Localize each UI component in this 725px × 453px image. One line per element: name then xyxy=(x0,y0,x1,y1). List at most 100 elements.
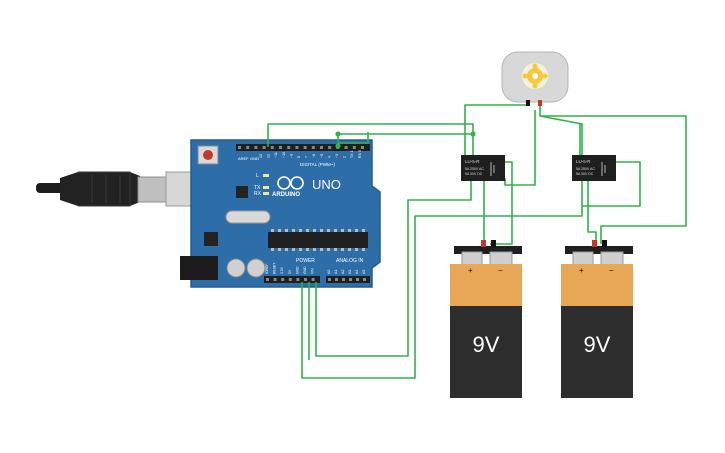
chip-pin xyxy=(334,229,337,232)
battery-9v-1[interactable]: + − 9V xyxy=(450,240,522,398)
wires[interactable] xyxy=(267,104,687,379)
relay-1-label: LU-5-R xyxy=(465,159,480,164)
chip-pin xyxy=(285,229,288,232)
chip-pin xyxy=(278,248,281,251)
chip-pin xyxy=(292,248,295,251)
header-pin[interactable] xyxy=(296,278,300,281)
power-pin-label: GND xyxy=(295,266,299,274)
chip-pin xyxy=(348,229,351,232)
header-pin[interactable] xyxy=(311,278,315,281)
battery-1-minus-label: − xyxy=(498,266,503,275)
chip-pin xyxy=(299,229,302,232)
chip-pin xyxy=(327,248,330,251)
battery-9v-2[interactable]: + − 9V xyxy=(561,240,633,398)
dc-motor[interactable] xyxy=(501,51,569,106)
digital-pin-label: 2 xyxy=(343,156,347,158)
analog-pin-label: A4 xyxy=(355,270,359,274)
relay-1-spec1: 5A 250V AC xyxy=(465,167,484,171)
header-pin[interactable] xyxy=(311,146,315,149)
chip-pin xyxy=(313,229,316,232)
digital-section-label: DIGITAL (PWM~) xyxy=(300,162,335,167)
header-pin[interactable] xyxy=(238,146,241,149)
digital-pin-label: RX 0 xyxy=(358,150,362,158)
digital-pin-label: 12 xyxy=(267,154,271,158)
header-pin[interactable] xyxy=(363,278,366,281)
relay-1[interactable]: LU-5-R 5A 250V AC 5A 30V DC xyxy=(461,155,505,181)
wire-motor-to-relay1-right[interactable] xyxy=(504,110,536,186)
header-pin[interactable] xyxy=(342,278,345,281)
header-pin[interactable] xyxy=(279,146,282,149)
wire-motor-right-to-relay2[interactable] xyxy=(539,105,687,244)
digital-pin-label: 4 xyxy=(327,156,331,158)
usb-cable[interactable] xyxy=(36,171,215,207)
chip-pin xyxy=(362,229,365,232)
digital-pin-label: 8 xyxy=(297,156,301,158)
relay-2[interactable]: LU-5-R 5A 250V AC 5A 30V DC xyxy=(572,155,616,181)
header-pin[interactable] xyxy=(270,146,274,149)
header-pin[interactable] xyxy=(356,278,359,281)
analog-header[interactable] xyxy=(326,276,370,283)
header-pin[interactable] xyxy=(344,146,348,149)
wire-relay2-side[interactable] xyxy=(582,161,641,207)
power-header[interactable] xyxy=(264,276,320,283)
power-jack[interactable] xyxy=(180,256,218,280)
header-pin[interactable] xyxy=(262,146,266,149)
wire-motor-left-to-relay2[interactable] xyxy=(464,104,528,155)
wire-gnd-to-motor[interactable] xyxy=(267,123,474,155)
header-pin[interactable] xyxy=(281,278,285,281)
gnd-label: GND xyxy=(250,156,259,161)
reset-button[interactable] xyxy=(197,145,219,165)
relay-2-spec2: 5A 30V DC xyxy=(576,172,594,176)
wire-pin5-to-relay[interactable] xyxy=(338,132,369,144)
crystal-oscillator xyxy=(225,210,271,224)
header-pin[interactable] xyxy=(295,146,299,149)
analog-pin-label: A0 xyxy=(327,270,331,274)
wire-relay1-to-board[interactable] xyxy=(315,178,472,357)
header-pin[interactable] xyxy=(361,146,364,149)
header-pin[interactable] xyxy=(320,146,323,149)
digital-pin-label: ~9 xyxy=(289,154,293,158)
analog-pin-label: A5 xyxy=(362,270,366,274)
chip-pin xyxy=(334,248,337,251)
wire-relay1-side[interactable] xyxy=(490,161,513,245)
power-pin-label: VIN xyxy=(311,268,315,274)
power-pin-label: 5V xyxy=(288,269,292,274)
header-pin[interactable] xyxy=(287,146,291,149)
battery-2-plus-label: + xyxy=(579,266,584,275)
relay-symbol-icon xyxy=(601,162,606,176)
chip-pin xyxy=(306,248,309,251)
analog-section-label: ANALOG IN xyxy=(336,258,364,264)
header-pin[interactable] xyxy=(254,146,258,149)
header-pin[interactable] xyxy=(266,278,269,281)
chip-pin xyxy=(292,229,295,232)
header-pin[interactable] xyxy=(352,146,356,149)
chip-pin xyxy=(341,248,344,251)
digital-header[interactable] xyxy=(236,144,370,151)
aref-label: AREF xyxy=(238,156,249,161)
header-pin[interactable] xyxy=(246,146,250,149)
header-pin[interactable] xyxy=(303,146,307,149)
analog-pin-label: A3 xyxy=(348,270,352,274)
header-pin[interactable] xyxy=(288,278,292,281)
power-pin-label: RESET xyxy=(273,263,277,274)
battery-2-minus-label: − xyxy=(609,266,614,275)
wire-motor-right-to-relay2-com[interactable] xyxy=(301,115,583,379)
digital-pin-label: 13 xyxy=(259,154,263,158)
header-pin[interactable] xyxy=(273,278,277,281)
power-pin-label: 3.3V xyxy=(280,266,284,274)
header-pin[interactable] xyxy=(328,278,331,281)
header-pin[interactable] xyxy=(328,146,332,149)
analog-pin-label: A1 xyxy=(334,270,338,274)
digital-pin-label: TX 1 xyxy=(350,150,354,158)
wire-relay2-to-battery2[interactable] xyxy=(587,178,597,244)
header-pin[interactable] xyxy=(349,278,352,281)
chip-pin xyxy=(327,229,330,232)
header-pin[interactable] xyxy=(304,278,307,281)
relay-1-spec2: 5A 30V DC xyxy=(465,172,483,176)
power-pin-label: GND xyxy=(303,266,307,274)
led-rx-label: RX xyxy=(254,191,262,197)
chip-pin xyxy=(362,248,365,251)
header-pin[interactable] xyxy=(335,278,338,281)
